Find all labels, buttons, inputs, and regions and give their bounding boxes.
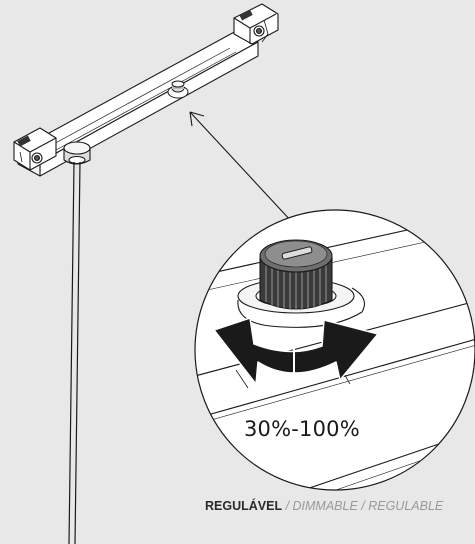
dimmer-knob-icon xyxy=(259,239,333,310)
dimmer-knob-small xyxy=(167,80,189,99)
rotate-arrows-icon xyxy=(213,317,379,385)
pendant-cable xyxy=(63,141,91,544)
caption-secondary: / DIMMABLE / REGULABLE xyxy=(282,499,444,513)
magnified-detail xyxy=(194,209,475,491)
dimming-range-label: 30%-100% xyxy=(244,417,360,441)
dimmable-caption: REGULÁVEL / DIMMABLE / REGULABLE xyxy=(205,499,443,513)
track-adapter-end-left xyxy=(13,127,57,171)
track-adapter-end-right xyxy=(233,3,279,45)
caption-primary: REGULÁVEL xyxy=(205,499,283,513)
pointer-arrow xyxy=(189,111,293,223)
